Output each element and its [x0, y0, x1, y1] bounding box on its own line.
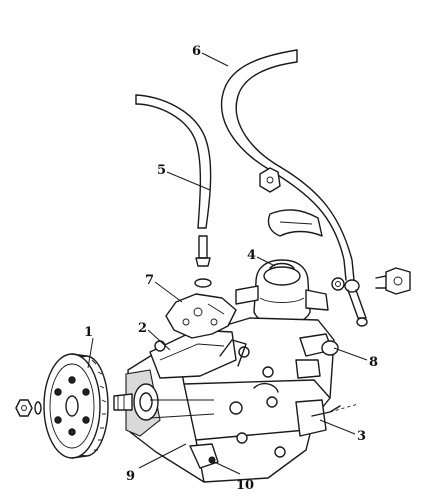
callout-6: 6 — [192, 44, 201, 59]
fuel-hose-short — [135, 94, 212, 288]
callout-9: 9 — [126, 469, 135, 484]
callout-7: 7 — [145, 273, 154, 288]
callout-labels: 1 2 3 4 5 6 7 8 9 10 — [84, 44, 378, 493]
throttle-lever-plate — [165, 293, 237, 339]
leader-lines — [87, 52, 368, 475]
pump-body — [113, 317, 359, 483]
callout-1: 1 — [84, 325, 93, 340]
fuel-hose-long — [220, 49, 368, 327]
callout-3: 3 — [357, 429, 366, 444]
callout-10: 10 — [236, 478, 254, 493]
callout-8: 8 — [369, 355, 378, 370]
callout-2: 2 — [138, 321, 147, 336]
loose-fittings — [259, 167, 411, 295]
drive-gear — [43, 353, 109, 459]
callout-5: 5 — [157, 163, 166, 178]
filter-housing — [235, 259, 329, 327]
callout-4: 4 — [247, 248, 256, 263]
gear-nut-and-washer — [15, 399, 42, 417]
